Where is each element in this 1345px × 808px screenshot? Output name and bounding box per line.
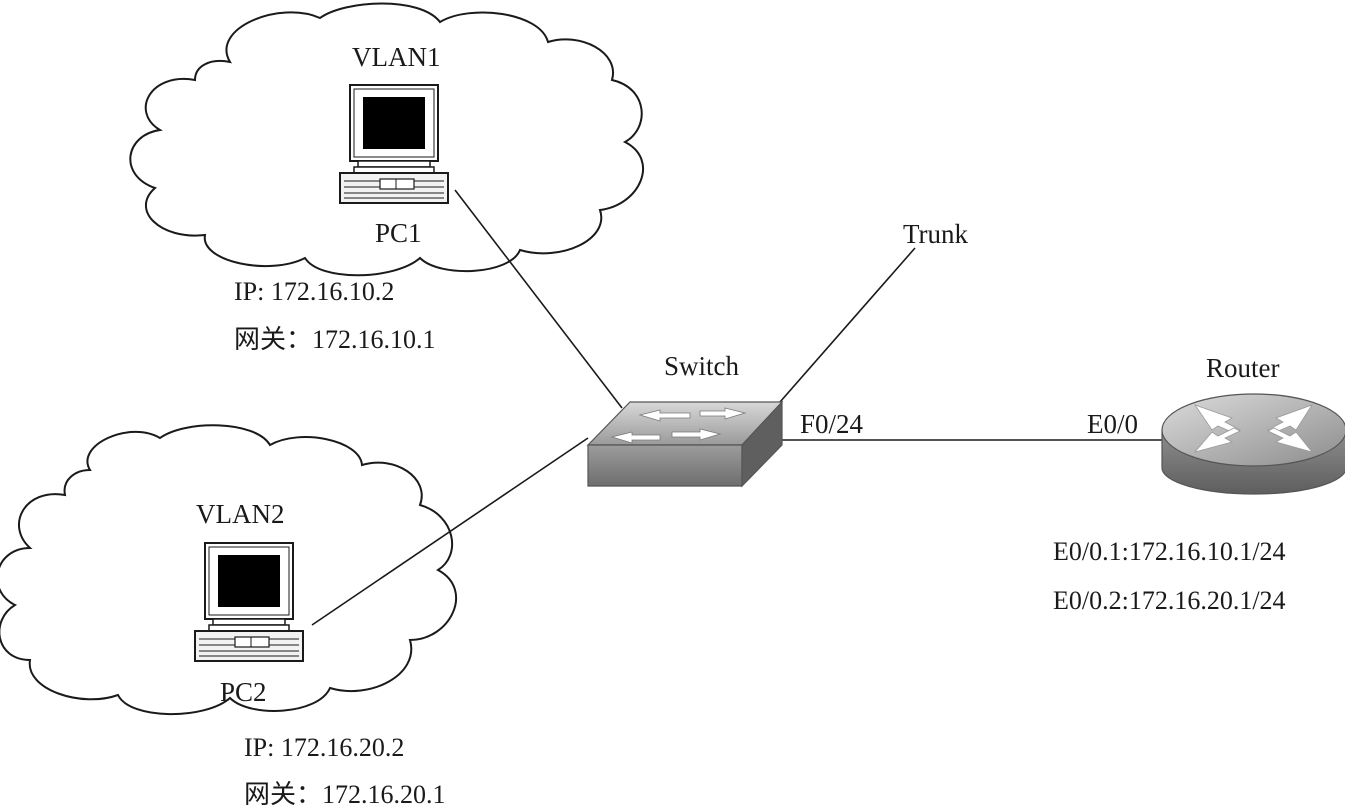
switch-port-label: F0/24 [800, 409, 864, 439]
router-subif1-label: E0/0.1:172.16.10.1/24 [1053, 537, 1286, 566]
pc1-icon [339, 84, 449, 204]
switch-icon [586, 400, 784, 488]
pc1-ip: IP: 172.16.10.2 [234, 277, 394, 306]
pc2-gateway: 网关：172.16.20.1 [244, 780, 446, 808]
router-icon [1161, 393, 1345, 495]
pc2-switch-link [311, 437, 589, 626]
pc2-label: PC2 [220, 677, 267, 707]
pc2-icon [194, 542, 304, 662]
trunk-label: Trunk [903, 219, 969, 249]
trunk-pointer-line [779, 247, 916, 403]
switch-label: Switch [664, 351, 740, 381]
pc1-gateway: 网关：172.16.10.1 [234, 325, 436, 354]
pc1-label: PC1 [375, 218, 422, 248]
vlan2-label: VLAN2 [196, 499, 285, 529]
vlan1-label: VLAN1 [352, 42, 441, 72]
router-port-label: E0/0 [1087, 409, 1138, 439]
router-label: Router [1206, 353, 1280, 383]
router-subif2-label: E0/0.2:172.16.20.1/24 [1053, 586, 1286, 615]
pc2-ip: IP: 172.16.20.2 [244, 733, 404, 762]
pc1-switch-link [454, 189, 623, 409]
